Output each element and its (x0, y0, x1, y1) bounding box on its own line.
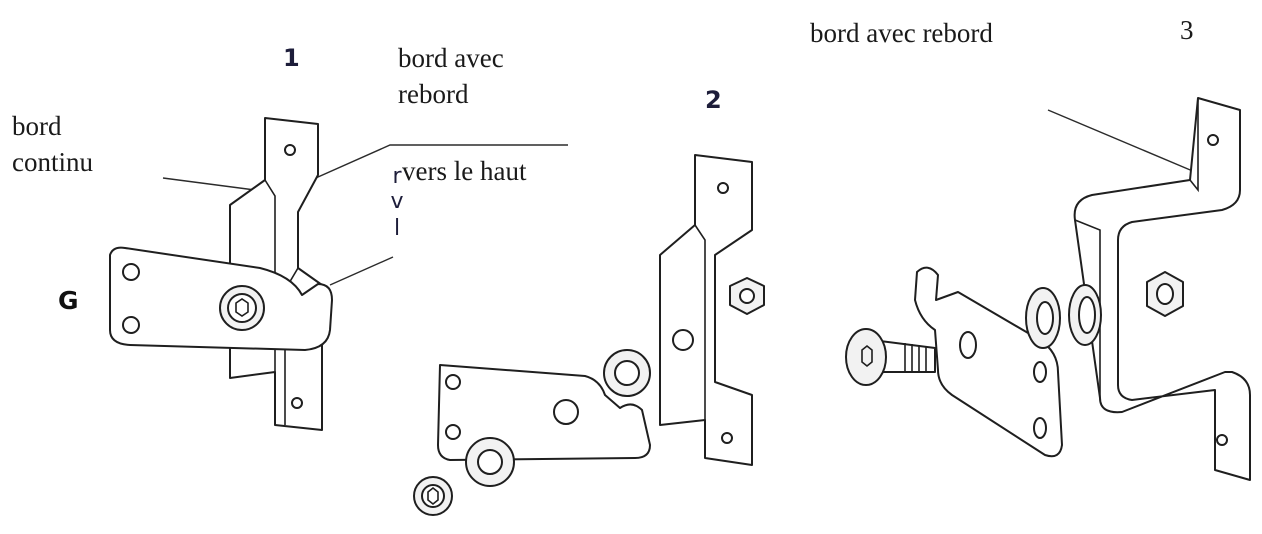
label-vers-le-haut: vers le haut (402, 156, 527, 186)
step3-plate-hole-2 (1033, 361, 1047, 383)
leader-line-bord-avec-rebord-1 (299, 144, 568, 186)
step3-bracket-hole-top (1207, 134, 1219, 146)
step-number-2: 2 (705, 86, 722, 114)
step2-bracket (659, 154, 753, 466)
step-2-assembly (413, 154, 765, 516)
step3-bracket (1073, 97, 1251, 481)
step3-plate-hole-3 (1033, 417, 1047, 439)
up-marker-bottom: l (393, 216, 401, 241)
label-bord-avec-rebord-1: bord avec rebord (398, 43, 504, 109)
label-bord-avec-rebord-3: bord avec rebord (810, 18, 993, 48)
step1-bracket-hole-bottom (291, 397, 303, 409)
step2-plate-hole-2 (445, 424, 461, 440)
step2-bolt-hex-socket (427, 486, 439, 506)
step1-plate-hole-1 (122, 263, 140, 281)
step1-bolt-hex-socket (235, 298, 249, 317)
step2-bracket-hole-mid (672, 329, 694, 351)
up-marker-top: r (392, 164, 402, 189)
step2-plate-hole-3 (553, 399, 579, 425)
step1-plate-hole-2 (122, 316, 140, 334)
up-marker-mid: v (390, 189, 404, 214)
step-number-3: 3 (1180, 15, 1194, 45)
leader-line-bord-continu (162, 177, 256, 191)
step2-plate-hole-1 (445, 374, 461, 390)
leader-line-lower (329, 256, 394, 286)
step-number-1: 1 (283, 44, 300, 72)
step3-plate-hole-1 (959, 331, 977, 359)
label-bord-continu: bord continu (12, 111, 93, 177)
step-3-assembly (845, 97, 1251, 481)
step2-bracket-hole-top (717, 182, 729, 194)
step-1-assembly (109, 117, 333, 431)
step3-bolt-hex-socket (861, 344, 873, 368)
step1-bracket-hole-top (284, 144, 296, 156)
step3-bolt-head (845, 328, 887, 386)
step3-bracket-hole-bottom (1216, 434, 1228, 446)
step3-plate (914, 266, 1063, 458)
step2-plate (437, 364, 651, 461)
step2-bracket-hole-bottom (721, 432, 733, 444)
leader-line-bord-avec-rebord-3 (1047, 109, 1196, 173)
side-label-g: G (58, 286, 79, 315)
